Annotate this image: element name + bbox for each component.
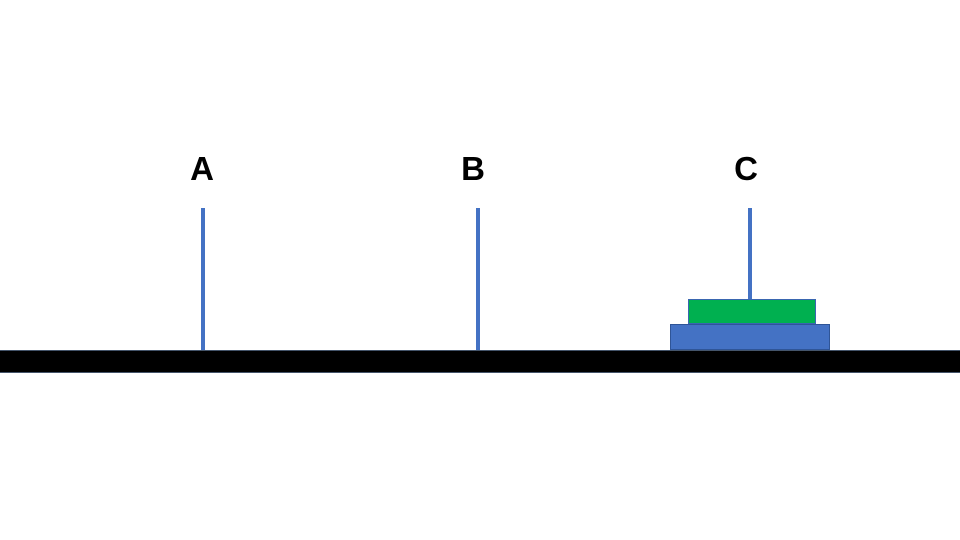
peg-c-label: C [734, 150, 758, 187]
peg-b-label: B [461, 150, 485, 187]
small-green-disk[interactable] [688, 299, 816, 324]
peg-b-rod[interactable] [476, 208, 480, 350]
large-blue-disk[interactable] [670, 324, 830, 350]
peg-c-rod[interactable] [748, 208, 752, 350]
peg-a-label: A [190, 150, 214, 187]
base-bar [0, 350, 960, 373]
peg-a-rod[interactable] [201, 208, 205, 350]
